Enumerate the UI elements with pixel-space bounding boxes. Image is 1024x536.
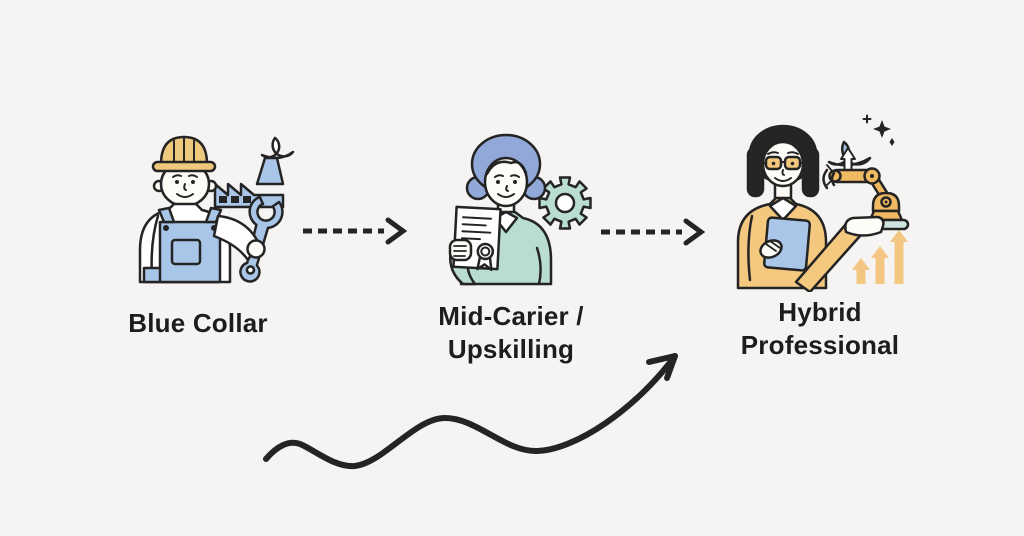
hair-side xyxy=(746,146,765,198)
collar xyxy=(768,196,798,222)
blue-collar-illustration xyxy=(138,135,295,284)
hair-fringe xyxy=(485,160,528,176)
arm-seam xyxy=(747,214,754,282)
mid-carier-illustration xyxy=(448,133,592,286)
smoke-cloud-icon xyxy=(260,136,295,160)
hair-side xyxy=(801,146,820,198)
stage-label-hybrid-professional: Hybrid Professional xyxy=(700,296,940,362)
stage-label-line: Mid-Carier / xyxy=(438,301,584,331)
stage-label-line: Hybrid xyxy=(778,297,862,327)
dashed-arrow-connector-2 xyxy=(601,218,706,246)
dashed-arrow-connector-1 xyxy=(303,217,408,245)
face xyxy=(483,156,529,208)
stage-label-blue-collar: Blue Collar xyxy=(78,307,318,340)
stage-label-line: Blue Collar xyxy=(128,308,268,338)
hand xyxy=(246,239,266,259)
growth-trend-arrow xyxy=(263,353,678,470)
worker-figure xyxy=(138,135,266,284)
stage-label-line: Upskilling xyxy=(447,334,575,364)
holding-hand xyxy=(448,238,473,262)
gear-icon xyxy=(538,176,592,230)
safety-glasses-icon xyxy=(762,155,804,171)
factory-icon xyxy=(213,156,285,209)
hard-hat-icon xyxy=(151,135,217,173)
arm-seam xyxy=(535,246,542,286)
face-features xyxy=(172,174,198,198)
wrench-icon xyxy=(239,195,284,283)
face-features xyxy=(494,174,520,198)
brows xyxy=(767,151,799,155)
hybrid-professional-illustration xyxy=(736,114,910,292)
stage-label-line: Professional xyxy=(740,330,900,360)
signal-waves-icon xyxy=(822,168,836,190)
stage-label-mid-carier: Mid-Carier / Upskilling xyxy=(391,300,631,366)
growth-arrows-icon xyxy=(852,230,908,284)
tablet-hand xyxy=(759,239,783,259)
sparkles-icon xyxy=(862,114,895,146)
arrowhead xyxy=(646,353,678,381)
open-palm xyxy=(844,215,885,237)
overalls xyxy=(142,206,223,284)
